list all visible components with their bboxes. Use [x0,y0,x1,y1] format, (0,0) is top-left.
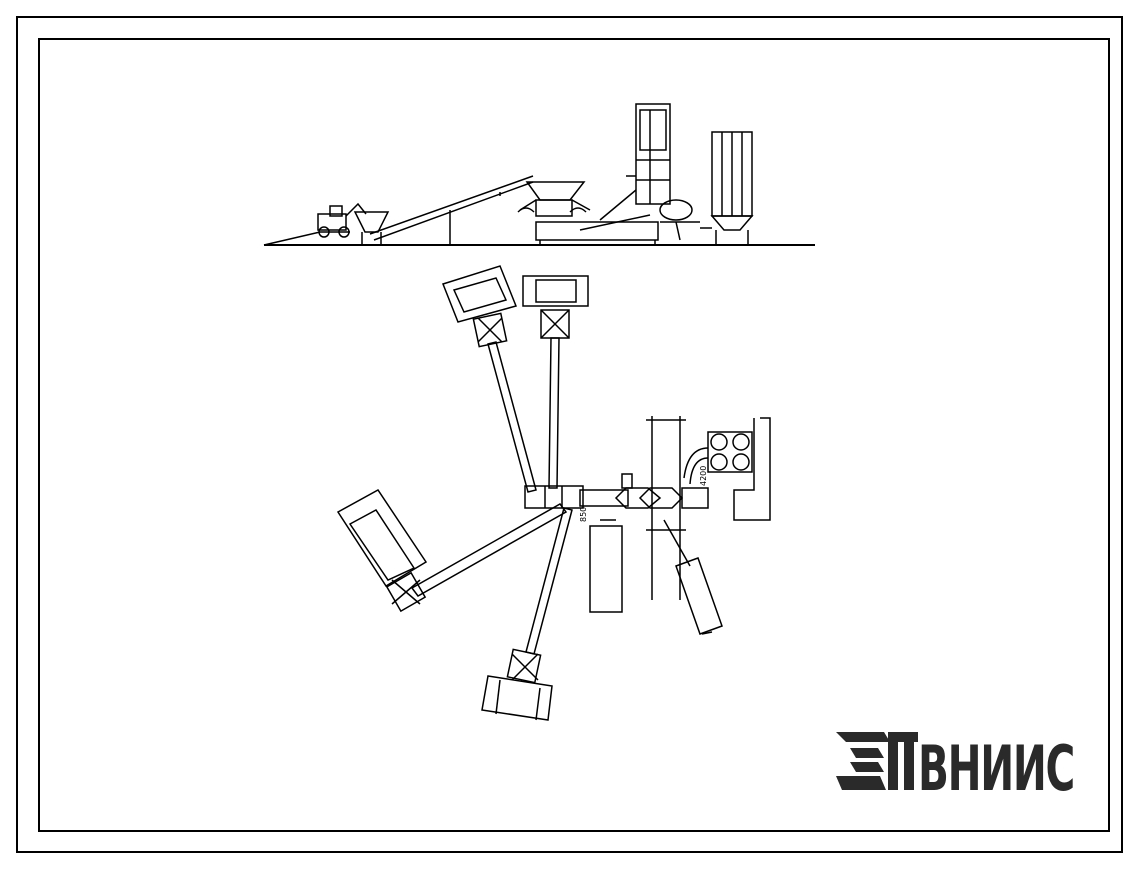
stamp-logo: ВНИИС [836,732,1076,805]
aggregate-bin-2 [522,275,589,339]
conveyor-3 [410,503,568,597]
inclined-conveyor [369,175,534,245]
logo-text: ВНИИС [918,732,1074,805]
plan-view: 4200 850 [336,265,771,721]
height-dimension-label: 4200 [699,466,708,486]
outer-frame [16,16,1123,853]
conveyor-4 [525,507,573,655]
cement-silos [700,131,754,245]
aggregate-bin-4 [481,648,553,721]
truck-2 [663,519,723,635]
main-conveyor [579,473,709,509]
loader-vehicle [317,202,367,238]
storage-bin [517,181,659,245]
conveyor-2 [548,337,560,489]
width-dimension-label: 850 [579,507,588,522]
silo-group [683,417,771,521]
logo-mark-icon [836,732,918,790]
elevation-view [263,103,815,246]
receiving-hopper [353,211,390,245]
concrete-mixer [659,199,700,241]
aggregate-bin-3 [336,489,428,613]
truck-bay [646,416,686,600]
loader-ramp [263,231,350,246]
mixing-tower [599,103,671,221]
aggregate-bin-1 [442,265,518,348]
conveyor-1 [487,341,537,493]
central-node [524,485,584,509]
inner-frame [38,38,1110,832]
truck-1 [589,519,623,613]
